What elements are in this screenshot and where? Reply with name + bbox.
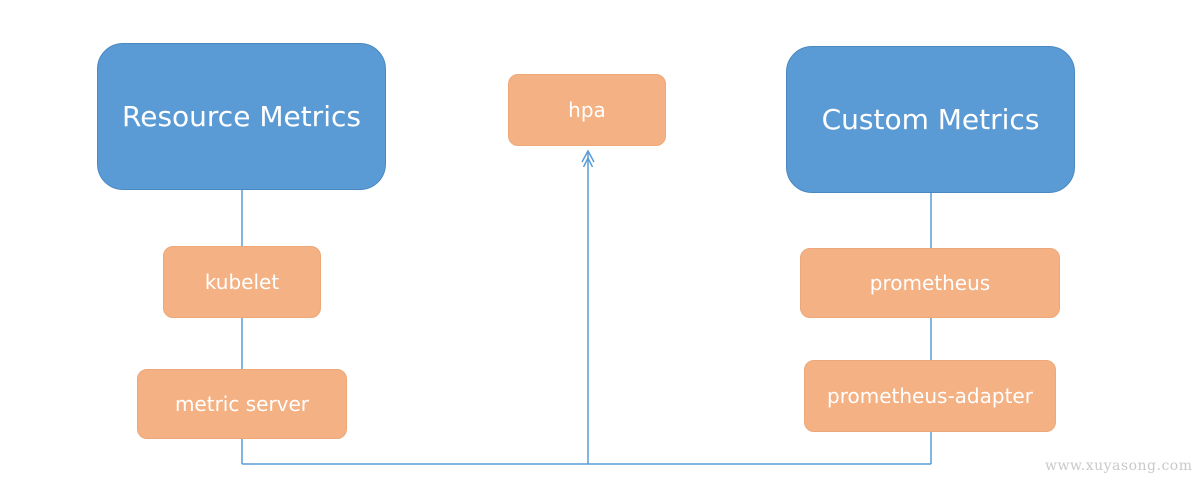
prometheus-adapter-label: prometheus-adapter xyxy=(827,384,1033,408)
metric-server-node: metric server xyxy=(137,369,347,439)
hpa-label: hpa xyxy=(568,98,606,122)
resource-metrics-node: Resource Metrics xyxy=(97,43,386,190)
kubelet-label: kubelet xyxy=(204,270,280,294)
arrowhead-to-hpa-inner xyxy=(582,156,594,168)
prometheus-adapter-node: prometheus-adapter xyxy=(804,360,1056,432)
watermark: www.xuyasong.com xyxy=(1045,458,1193,474)
custom-metrics-label: Custom Metrics xyxy=(821,103,1040,136)
prometheus-label: prometheus xyxy=(869,271,991,295)
hpa-node: hpa xyxy=(508,74,666,146)
resource-metrics-label: Resource Metrics xyxy=(122,100,361,133)
prometheus-node: prometheus xyxy=(800,248,1060,318)
metric-server-label: metric server xyxy=(174,392,310,416)
kubelet-node: kubelet xyxy=(163,246,321,318)
arrowhead-to-hpa xyxy=(581,149,595,163)
custom-metrics-node: Custom Metrics xyxy=(786,46,1075,193)
